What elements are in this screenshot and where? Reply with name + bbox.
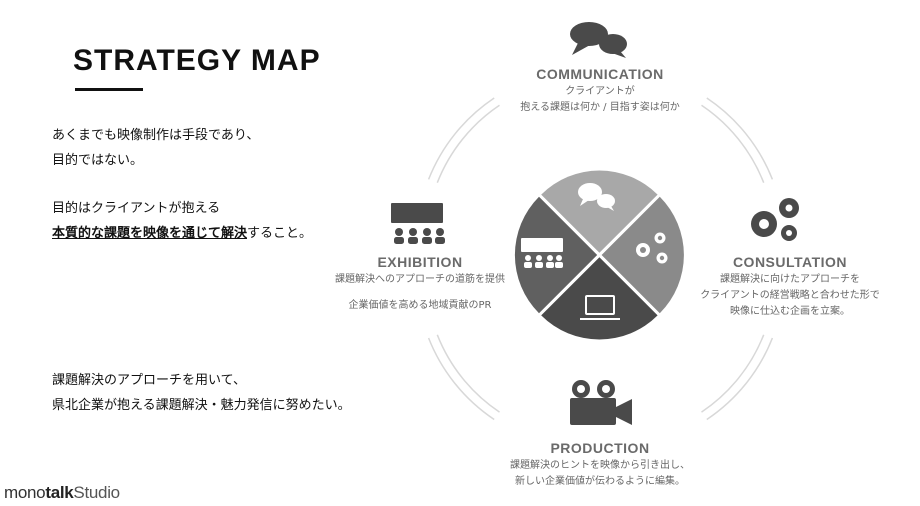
closing-line-2: 県北企業が抱える課題解決・魅力発信に努めたい。 xyxy=(52,398,351,413)
purpose-rest: すること。 xyxy=(247,226,313,241)
production-line-1: 課題解決のヒントを映像から引き出し、 xyxy=(510,460,690,471)
purpose-line-2: 本質的な課題を映像を通じて解決すること。 xyxy=(52,221,312,246)
logo-part-studio: Studio xyxy=(73,483,120,502)
brand-logo: monotalkStudio xyxy=(4,483,120,503)
pie-audience-screen-icon xyxy=(521,238,563,268)
closing-text: 課題解決のアプローチを用いて、 県北企業が抱える課題解決・魅力発信に努めたい。 xyxy=(52,368,351,418)
purpose-line-1: 目的はクライアントが抱える xyxy=(52,201,221,216)
pie-gears-icon xyxy=(636,232,668,264)
closing-line-1: 課題解決のアプローチを用いて、 xyxy=(52,373,246,388)
speech-bubbles-icon xyxy=(570,22,627,58)
communication-line-2: 抱える課題は何か / 目指す姿は何か xyxy=(520,102,680,113)
intro-line-2: 目的ではない。 xyxy=(52,153,144,168)
exhibition-line-2: 企業価値を高める地域貢献のPR xyxy=(348,300,492,311)
arc-bottom-left-inner xyxy=(436,334,500,413)
intro-line-1: あくまでも映像制作は手段であり、 xyxy=(52,128,260,143)
gears-icon xyxy=(751,198,799,241)
intro-text: あくまでも映像制作は手段であり、 目的ではない。 xyxy=(52,123,259,173)
exhibition-description: 課題解決へのアプローチの道筋を提供 企業価値を高める地域貢献のPR xyxy=(310,272,530,314)
arc-bottom-right xyxy=(706,337,774,421)
production-line-2: 新しい企業価値が伝わるように編集。 xyxy=(515,476,685,487)
arc-top-left xyxy=(427,97,495,180)
exhibition-line-1: 課題解決へのアプローチの道筋を提供 xyxy=(335,274,505,285)
arc-top-right-inner xyxy=(701,104,765,183)
communication-title: COMMUNICATION xyxy=(536,66,664,82)
pie-segment-production xyxy=(541,257,658,340)
pie-laptop-icon xyxy=(580,295,620,320)
consultation-line-3: 映像に仕込む企画を立案。 xyxy=(730,306,850,317)
consultation-line-1: 課題解決に向けたアプローチを xyxy=(720,274,860,285)
logo-part-mono: mono xyxy=(4,483,46,502)
consultation-line-2: クライアントの経営戦略と合わせた形で xyxy=(700,290,880,301)
arc-top-right xyxy=(706,97,774,180)
arc-bottom-right-inner xyxy=(701,334,765,413)
communication-description: クライアントが 抱える課題は何か / 目指す姿は何か xyxy=(480,84,720,116)
logo-part-talk: talk xyxy=(45,483,74,502)
exhibition-title: EXHIBITION xyxy=(377,254,463,270)
production-description: 課題解決のヒントを映像から引き出し、 新しい企業価値が伝わるように編集。 xyxy=(470,458,730,490)
cycle-arcs xyxy=(427,97,774,421)
purpose-text: 目的はクライアントが抱える 本質的な課題を映像を通じて解決すること。 xyxy=(52,196,312,246)
arc-bottom-left xyxy=(427,337,495,421)
title-underline xyxy=(75,88,143,91)
movie-camera-icon xyxy=(570,380,632,425)
pie-speech-bubbles-icon xyxy=(578,183,615,211)
audience-screen-icon xyxy=(391,203,445,244)
page-title: STRATEGY MAP xyxy=(73,44,321,77)
consultation-description: 課題解決に向けたアプローチを クライアントの経営戦略と合わせた形で 映像に仕込む… xyxy=(670,272,910,320)
production-title: PRODUCTION xyxy=(550,440,650,456)
pie-segment-communication xyxy=(541,170,658,253)
consultation-title: CONSULTATION xyxy=(732,254,848,270)
communication-line-1: クライアントが xyxy=(565,86,635,97)
pie-segment-exhibition xyxy=(514,196,598,314)
arc-top-left-inner xyxy=(436,104,500,183)
purpose-emphasis: 本質的な課題を映像を通じて解決 xyxy=(52,226,248,241)
